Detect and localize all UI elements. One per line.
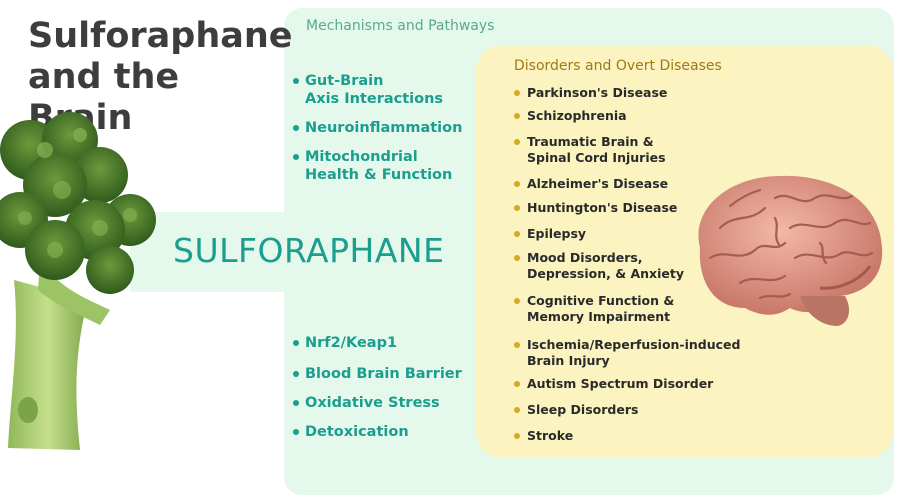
- disorder-item: Parkinson's Disease: [514, 85, 667, 101]
- bullet-icon: [514, 298, 520, 304]
- disorders-title: Disorders and Overt Diseases: [514, 58, 722, 74]
- bullet-icon: [514, 255, 520, 261]
- mechanism-item: Nrf2/Keap1: [293, 334, 462, 352]
- broccoli-illustration: [0, 112, 156, 450]
- bullet-icon: [514, 381, 520, 387]
- disorder-item: Sleep Disorders: [514, 402, 638, 418]
- disorder-item: Mood Disorders,Depression, & Anxiety: [514, 250, 684, 282]
- mechanism-item: Detoxication: [293, 423, 462, 441]
- bullet-icon: [514, 181, 520, 187]
- bullet-icon: [514, 90, 520, 96]
- sulforaphane-label: SULFORAPHANE: [173, 231, 445, 270]
- mechanism-item: Neuroinflammation: [293, 119, 462, 137]
- bullet-icon: [293, 371, 299, 377]
- bullet-icon: [293, 340, 299, 346]
- bullet-icon: [293, 154, 299, 160]
- disorder-item: Cognitive Function &Memory Impairment: [514, 293, 674, 325]
- disorder-item: Autism Spectrum Disorder: [514, 376, 713, 392]
- bullet-icon: [514, 342, 520, 348]
- mechanism-item: Oxidative Stress: [293, 394, 462, 412]
- bullet-icon: [514, 407, 520, 413]
- mechanism-item: Mitochondrial Health & Function: [293, 148, 462, 184]
- bullet-icon: [514, 113, 520, 119]
- mechanisms-upper-list: Gut-Brain Axis Interactions Neuroinflamm…: [293, 72, 462, 184]
- bullet-icon: [514, 139, 520, 145]
- bullet-icon: [514, 205, 520, 211]
- bullet-icon: [293, 400, 299, 406]
- disorder-item: Alzheimer's Disease: [514, 176, 668, 192]
- title-line-1: Sulforaphane: [28, 16, 293, 56]
- mechanism-item: Blood Brain Barrier: [293, 365, 462, 383]
- connector-band: [130, 212, 300, 292]
- bullet-icon: [293, 429, 299, 435]
- mechanisms-title: Mechanisms and Pathways: [306, 18, 495, 34]
- bullet-icon: [514, 433, 520, 439]
- disorder-item: Stroke: [514, 428, 573, 444]
- disorder-item: Epilepsy: [514, 226, 586, 242]
- disorder-item: Schizophrenia: [514, 108, 627, 124]
- mechanism-item: Gut-Brain Axis Interactions: [293, 72, 462, 108]
- disorder-item: Huntington's Disease: [514, 200, 677, 216]
- bullet-icon: [514, 231, 520, 237]
- bullet-icon: [293, 78, 299, 84]
- disorder-item: Traumatic Brain &Spinal Cord Injuries: [514, 134, 666, 166]
- mechanisms-lower-list: Nrf2/Keap1 Blood Brain Barrier Oxidative…: [293, 334, 462, 441]
- brain-illustration: [698, 175, 883, 326]
- bullet-icon: [293, 125, 299, 131]
